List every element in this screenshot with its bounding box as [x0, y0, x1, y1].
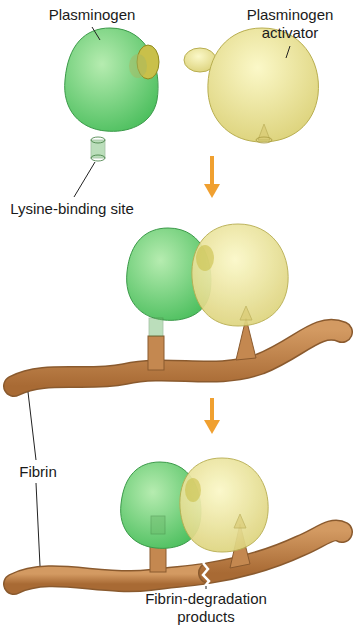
part-label: Fibrin [8, 463, 68, 481]
leader-line [286, 46, 290, 58]
plasminogen-shape [65, 28, 159, 161]
leader-line [92, 27, 100, 40]
part-label: Lysine-binding site [10, 200, 134, 218]
part-label: Fibrin-degradation products [118, 590, 294, 626]
process-arrow [204, 398, 220, 434]
part-label: Plasminogen activator [234, 6, 346, 42]
leader-line [74, 162, 95, 197]
fibrin-strand [14, 318, 342, 386]
leader-line [36, 483, 40, 566]
leader-line [28, 392, 36, 460]
part-label: Plasminogen [32, 6, 152, 24]
leader-line [206, 586, 207, 589]
complex-shape [127, 224, 289, 336]
process-arrow [204, 156, 220, 198]
complex-shape [121, 458, 269, 552]
activator-shape [184, 28, 318, 143]
